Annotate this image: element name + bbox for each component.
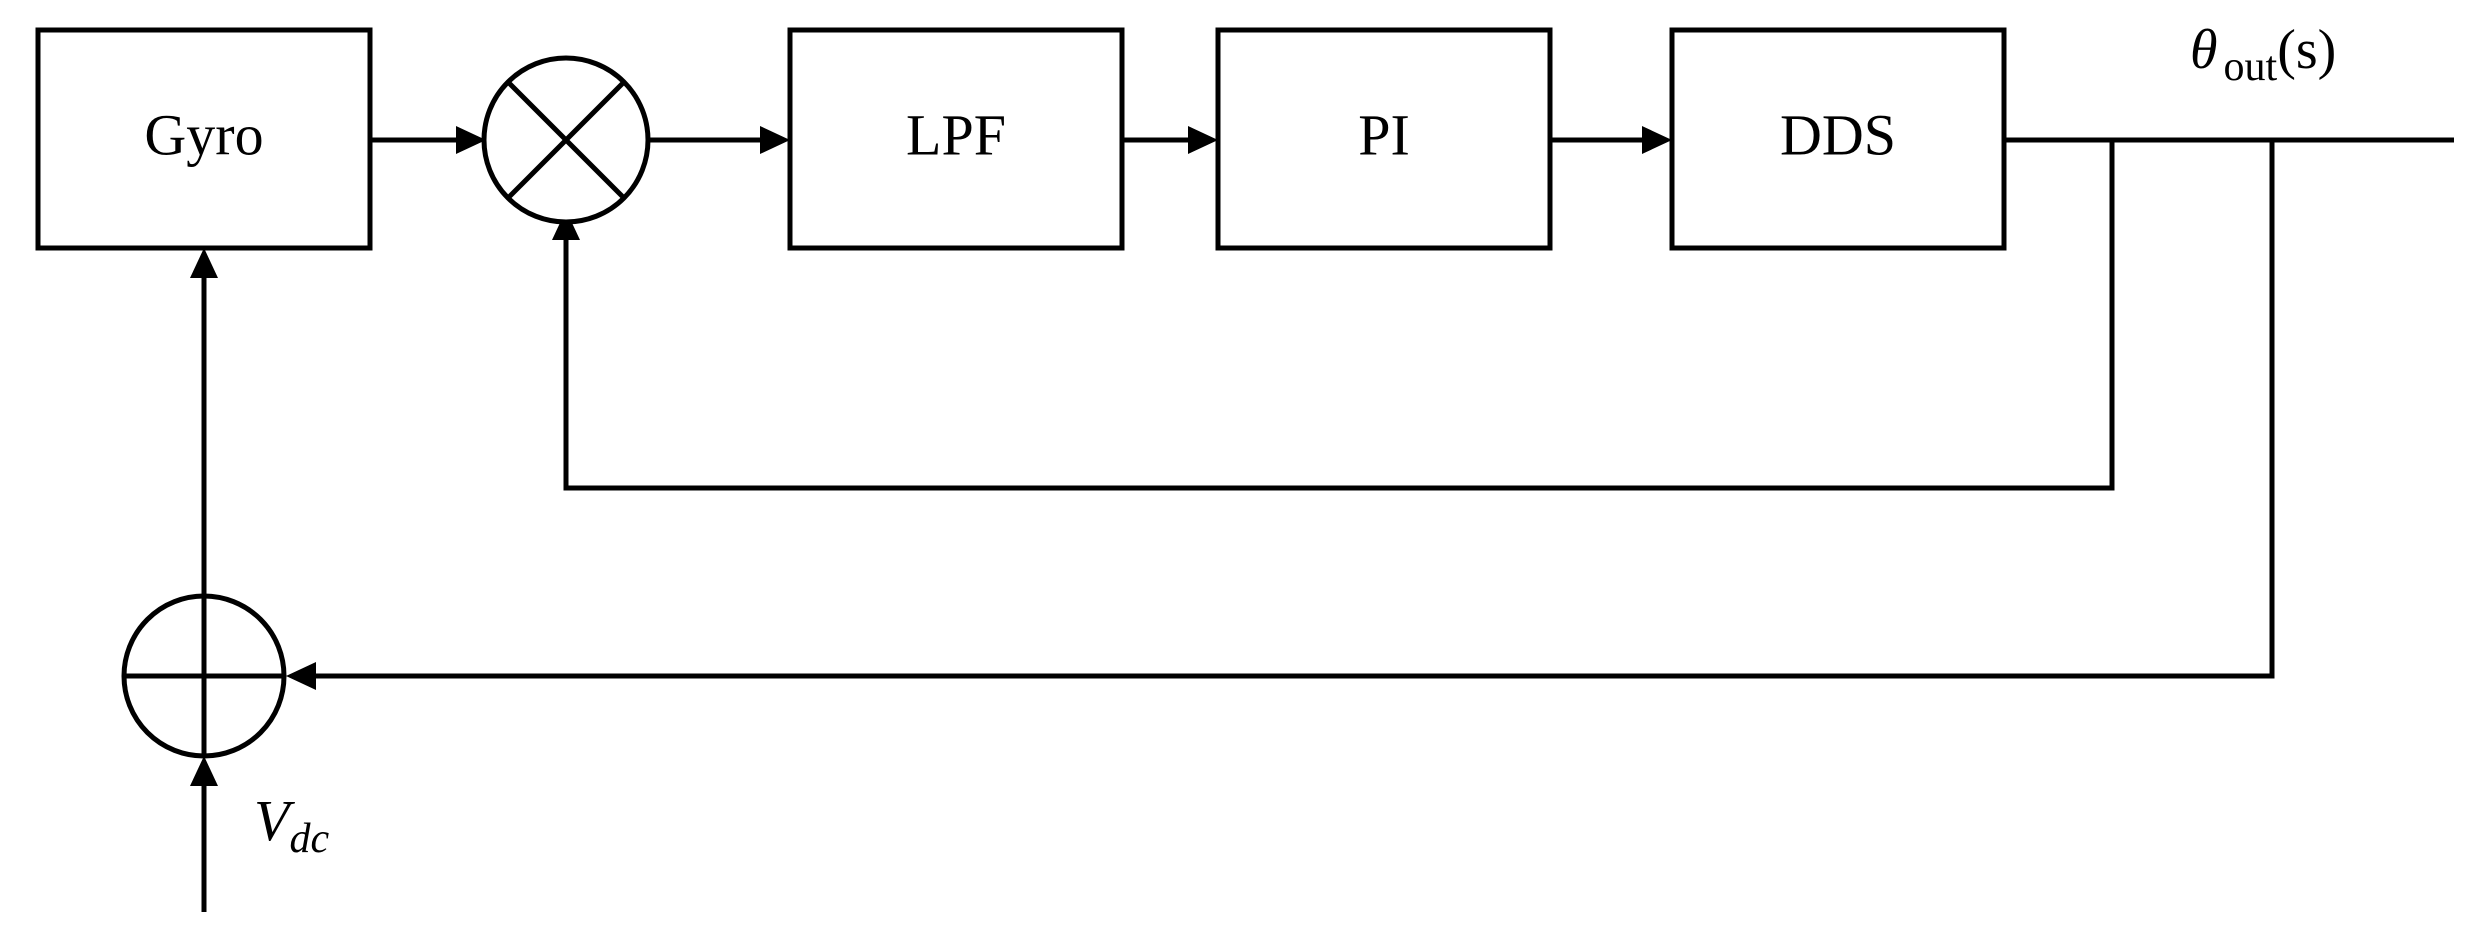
- vdc-label: Vdc: [254, 788, 329, 862]
- feedback-to-summer-wire: [286, 140, 2275, 690]
- output-argument: (s): [2277, 19, 2336, 81]
- lpf-to-pi-wire: [1122, 126, 1218, 154]
- pi-to-dds-wire: [1550, 126, 1672, 154]
- arrow-head: [456, 126, 486, 154]
- gyro-block: Gyro: [35, 27, 373, 251]
- arrow-head: [286, 662, 316, 690]
- arrow-head: [552, 210, 580, 240]
- gyro-to-multiplier-wire: [370, 126, 486, 154]
- feedback-to-multiplier-wire: [552, 140, 2115, 491]
- gyro-label: Gyro: [144, 102, 263, 167]
- arrow-head: [1642, 126, 1672, 154]
- arrow-head: [1188, 126, 1218, 154]
- pi-label: PI: [1358, 102, 1410, 167]
- arrow-head: [190, 756, 218, 786]
- lpf-block: LPF: [787, 27, 1125, 251]
- multiplier-to-lpf-wire: [648, 126, 790, 154]
- pi-block: PI: [1215, 27, 1553, 251]
- arrow-head: [760, 126, 790, 154]
- multiplier-junction: [481, 55, 651, 225]
- lpf-label: LPF: [906, 102, 1006, 167]
- arrow-head: [190, 248, 218, 278]
- summer-junction: [121, 593, 287, 759]
- vdc-input-wire: [190, 756, 218, 912]
- output-subscript: out: [2224, 44, 2278, 90]
- dds-block: DDS: [1669, 27, 2007, 251]
- summer-to-gyro-wire: [190, 248, 218, 596]
- vdc-subscript: dc: [289, 816, 329, 862]
- dds-label: DDS: [1780, 102, 1896, 167]
- output-theta: θ: [2190, 19, 2218, 81]
- vdc-v: V: [254, 788, 296, 853]
